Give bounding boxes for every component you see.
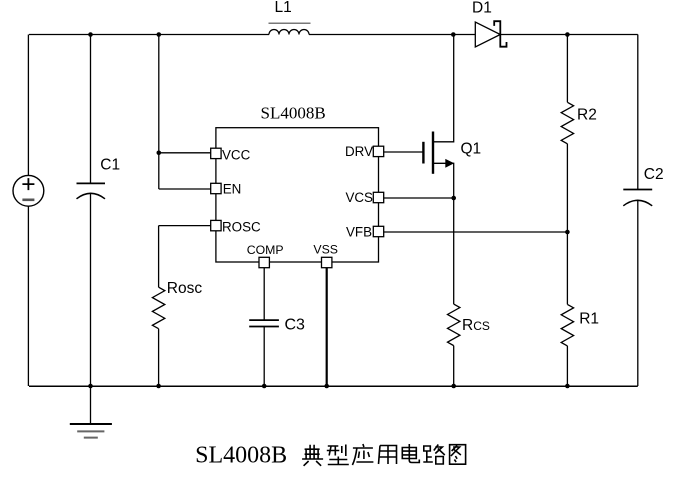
svg-text:C1: C1 xyxy=(100,156,120,173)
svg-text:R2: R2 xyxy=(577,106,597,123)
svg-text:EN: EN xyxy=(223,182,242,197)
svg-text:R1: R1 xyxy=(579,311,599,328)
svg-text:D1: D1 xyxy=(472,0,492,16)
svg-text:Q1: Q1 xyxy=(461,140,482,157)
svg-text:L1: L1 xyxy=(275,0,292,16)
svg-text:COMP: COMP xyxy=(247,243,284,257)
svg-text:VCC: VCC xyxy=(222,147,251,162)
svg-text:VCS: VCS xyxy=(345,190,373,205)
svg-text:VSS: VSS xyxy=(313,242,338,256)
svg-text:Rosc: Rosc xyxy=(167,280,203,297)
svg-text:VFB: VFB xyxy=(346,225,372,240)
svg-text:RCS: RCS xyxy=(462,317,490,334)
svg-text:SL4008B: SL4008B xyxy=(261,104,326,123)
svg-text:C3: C3 xyxy=(285,317,306,334)
svg-text:SL4008B: SL4008B xyxy=(195,442,287,468)
svg-text:ROSC: ROSC xyxy=(222,220,261,235)
svg-text:C2: C2 xyxy=(644,166,664,183)
svg-text:DRV: DRV xyxy=(345,144,373,159)
